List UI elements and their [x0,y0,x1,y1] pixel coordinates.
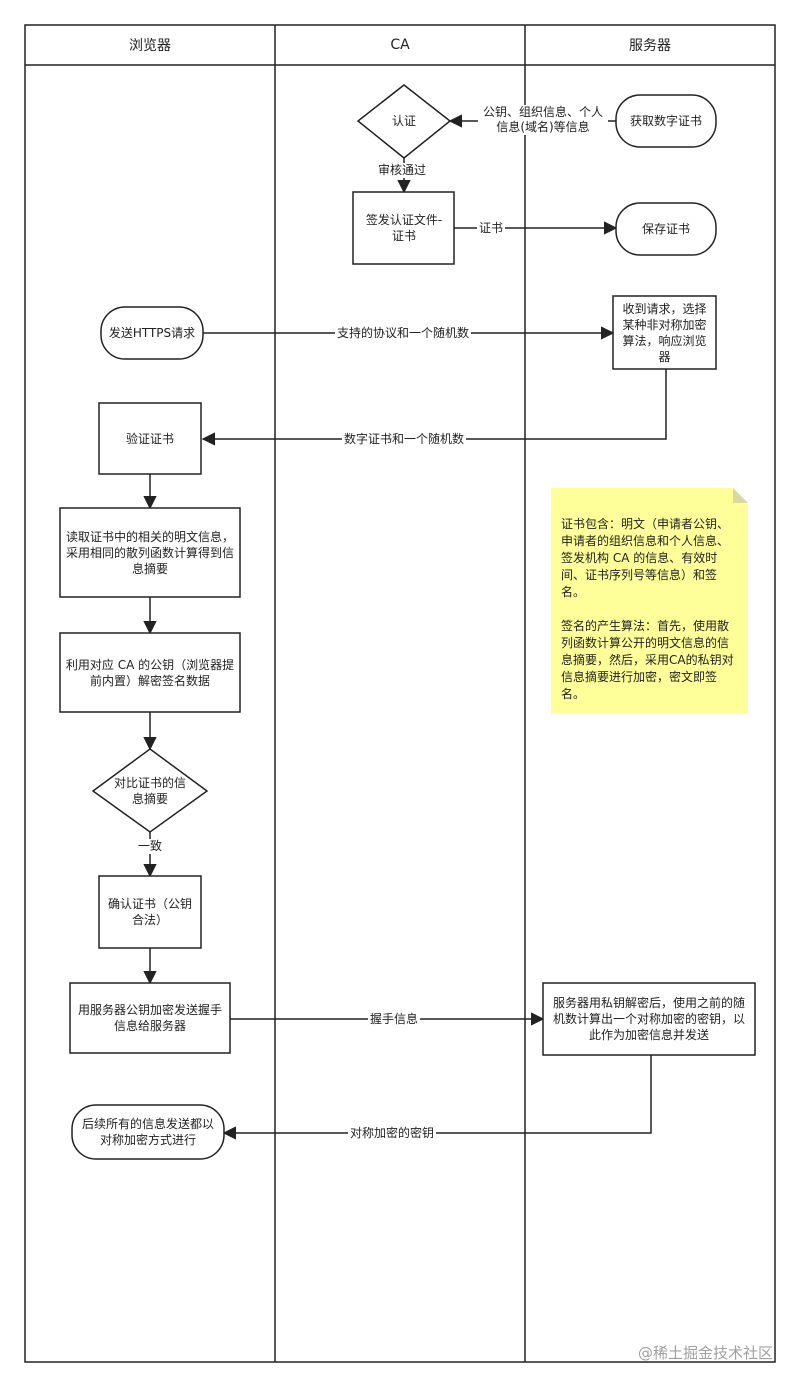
compare-digest-label: 对比证书的信息摘要 [113,776,186,806]
note-paragraph-signature: 签名的产生算法：首先，使用散列函数计算公开的明文信息的信息摘要，然后，采用CA的… [561,619,734,701]
edge-label-cert-and-random: 数字证书和一个随机数 [342,432,467,447]
get-cert-node [615,94,717,148]
server-decrypt-node [542,982,756,1056]
sign-cert-label: 签发认证文件-证书 [365,213,443,243]
lane-title-ca: CA [390,37,410,53]
auth-label: 认证 [391,114,416,128]
verify-cert-label: 验证证书 [125,431,174,446]
read-cert-label: 读取证书中的相关的明文信息，采用相同的散列函数计算得到信息摘要 [65,529,234,576]
send-https-node [100,306,204,360]
edge-label-info-to-ca: 公钥、组织信息、个人信息(域名)等信息 [478,105,608,135]
note-paragraph-contents: 证书包含：明文（申请者公钥、申请者的组织信息和个人信息、签发机构 CA 的信息、… [561,517,730,599]
confirm-cert-node [98,875,202,949]
read-cert-node [59,507,241,598]
save-cert-node [615,202,717,256]
decrypt-sign-label: 利用对应 CA 的公钥（浏览器提前内置）解密签名数据 [65,657,235,688]
encrypt-send-node [69,982,231,1054]
edge-label-symmetric-key: 对称加密的密钥 [348,1126,437,1141]
save-cert-label: 保存证书 [641,222,690,236]
swimlane-frame [24,24,776,1363]
decrypt-sign-node [59,632,241,713]
watermark: @稀土掘金技术社区 [637,1344,773,1362]
note-text: 证书包含：明文（申请者公钥、申请者的组织信息和个人信息、签发机构 CA 的信息、… [561,516,739,720]
encrypt-send-label: 用服务器公钥加密发送握手信息给服务器 [77,1003,222,1033]
auth-decision-node [356,84,452,159]
edge-cert-and-random [201,369,667,446]
compare-digest-decision-node [91,748,209,833]
edge-symmetric-key [222,1055,652,1140]
receive-request-label: 收到请求，选择某种非对称加密算法，响应浏览器 [622,301,707,364]
lane-title-server: 服务器 [629,38,671,54]
send-https-label: 发送HTTPS请求 [108,326,196,340]
symmetric-after-label: 后续所有的信息发送都以对称加密方式进行 [81,1117,214,1147]
verify-cert-node [98,402,202,475]
sign-cert-node [352,191,455,265]
edge-label-consistent: 一致 [136,839,165,854]
confirm-cert-label: 确认证书（公钥合法） [107,897,192,927]
server-decrypt-label: 服务器用私钥解密后，使用之前的随机数计算出一个对称加密的密钥，以此作为加密信息并… [552,996,745,1042]
symmetric-after-node [71,1104,225,1160]
receive-request-node [612,295,717,370]
edge-label-approved: 审核通过 [376,163,429,178]
certificate-note [551,488,748,714]
get-cert-label: 获取数字证书 [629,114,702,128]
edge-label-handshake: 握手信息 [368,1012,421,1027]
lane-title-browser: 浏览器 [129,38,171,54]
edge-label-protocols-random: 支持的协议和一个随机数 [335,326,472,341]
edge-label-cert: 证书 [477,221,506,236]
